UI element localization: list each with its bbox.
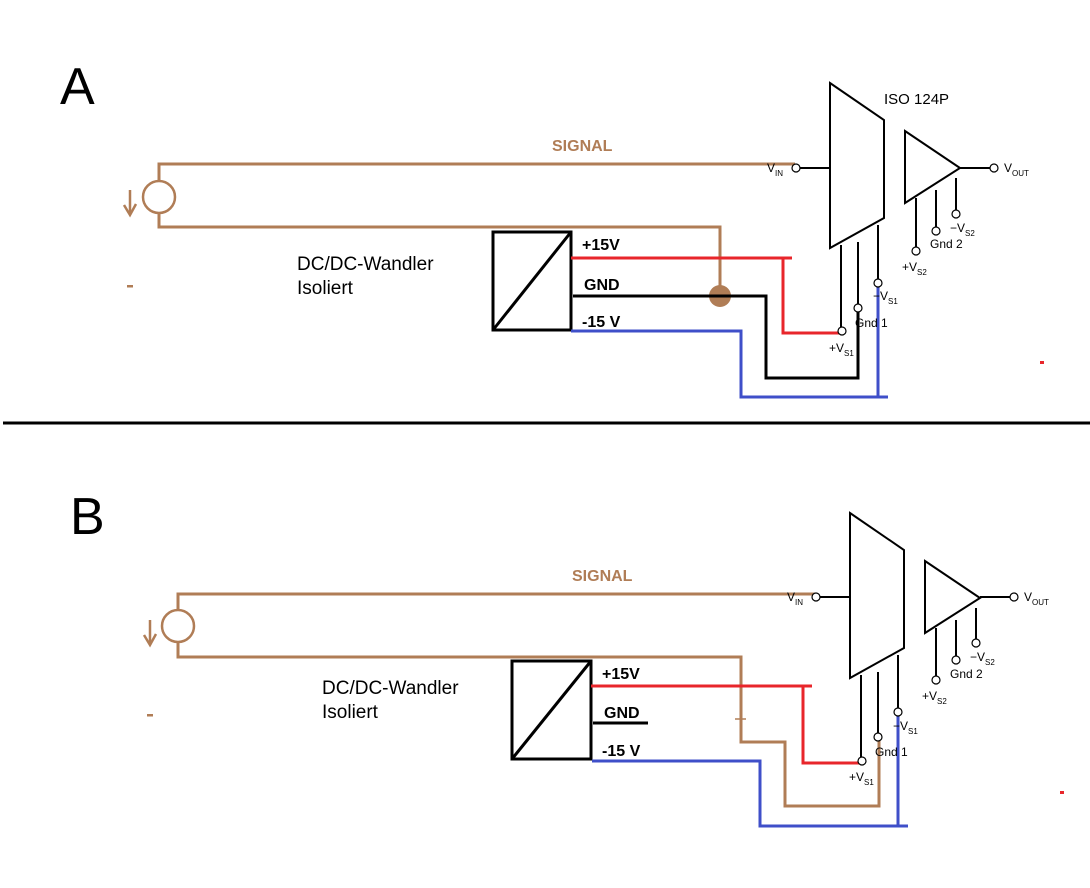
plus-vs2-label: +VS2 xyxy=(922,689,947,706)
stray-mark xyxy=(1060,791,1064,794)
current-source-icon xyxy=(122,179,177,218)
gnd2-label: Gnd 2 xyxy=(930,237,963,251)
panel-b-letter: B xyxy=(70,488,105,546)
gnd1-label: Gnd 1 xyxy=(855,316,888,330)
minus15-label: -15 V xyxy=(602,743,641,760)
stray-mark xyxy=(1040,361,1044,364)
signal-wire xyxy=(157,162,795,295)
minus15-wire xyxy=(571,283,888,399)
panel-a-letter: A xyxy=(60,58,95,116)
gnd1-label: Gnd 1 xyxy=(875,745,908,759)
pin-circles xyxy=(811,592,1019,766)
gnd-label: GND xyxy=(584,277,620,294)
vin-label: VIN xyxy=(787,590,803,607)
dcdc-label-line1: DC/DC-Wandler xyxy=(297,254,434,275)
minus-vs1-label: −VS1 xyxy=(873,289,898,306)
plus-vs1-label: +VS1 xyxy=(829,341,854,358)
plus15-label: +15V xyxy=(602,666,640,683)
dcdc-converter-box xyxy=(510,659,593,761)
stray-mark xyxy=(127,285,133,288)
plus15-wire-b xyxy=(801,686,862,765)
stray-mark xyxy=(147,714,153,717)
gnd2-label: Gnd 2 xyxy=(950,667,983,681)
minus-vs2-label: −VS2 xyxy=(950,221,975,238)
plus-vs1-label: +VS1 xyxy=(849,770,874,787)
signal-wire xyxy=(176,592,881,808)
chip-name: ISO 124P xyxy=(884,91,949,108)
minus-vs2-label: −VS2 xyxy=(970,650,995,667)
dcdc-label-line1: DC/DC-Wandler xyxy=(322,678,459,699)
plus15-wire-b xyxy=(781,258,842,335)
pin-circles xyxy=(791,163,999,336)
signal-label: SIGNAL xyxy=(552,138,613,155)
vout-label: VOUT xyxy=(1024,590,1049,607)
minus15-wire xyxy=(592,712,908,828)
panel-b: B SIGNAL DC/DC-Wandler Isoliert +15V GND… xyxy=(70,488,1064,828)
iso124-isolator xyxy=(796,81,990,327)
vin-label: VIN xyxy=(767,161,783,178)
signal-label: SIGNAL xyxy=(572,568,633,585)
gnd-wire xyxy=(573,294,860,380)
gnd-label: GND xyxy=(604,705,640,722)
dcdc-converter-box xyxy=(491,230,573,332)
iso124-isolator xyxy=(816,511,1010,757)
minus-vs1-label: −VS1 xyxy=(893,719,918,736)
plus15-label: +15V xyxy=(582,237,620,254)
dcdc-label-line2: Isoliert xyxy=(322,702,379,723)
vout-label: VOUT xyxy=(1004,161,1029,178)
plus-vs2-label: +VS2 xyxy=(902,260,927,277)
current-source-icon xyxy=(142,608,196,648)
dcdc-label-line2: Isoliert xyxy=(297,278,354,299)
panel-a: A SIGNAL DC/DC-Wandler Isoliert +15V GND… xyxy=(60,58,1044,399)
minus15-label: -15 V xyxy=(582,314,621,331)
